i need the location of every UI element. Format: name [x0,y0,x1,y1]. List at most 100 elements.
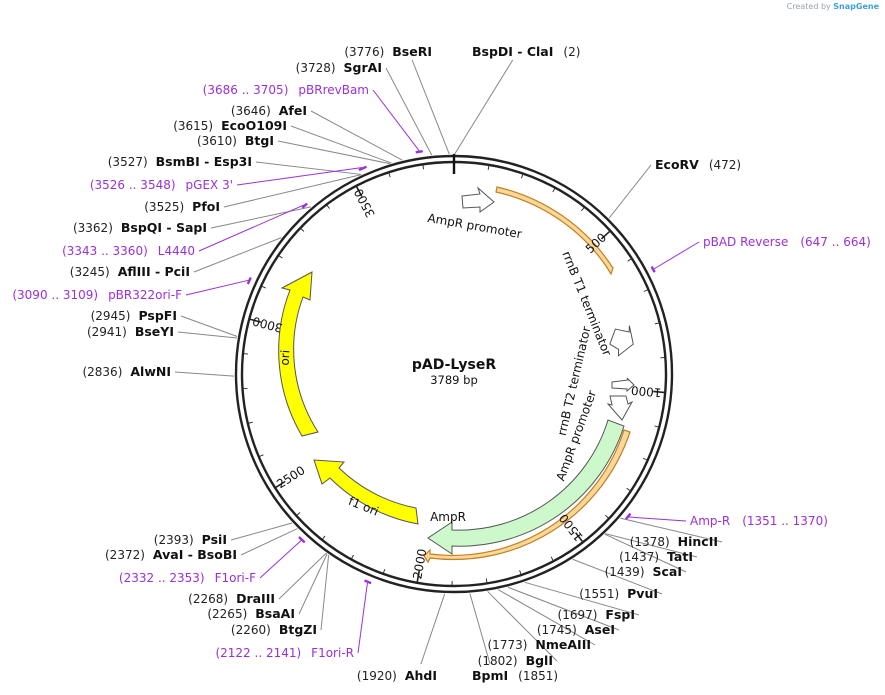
site-sgrai: (3728)SgrAI [296,60,382,75]
site-position: (2945) [91,309,131,323]
site-bseri: (3776)BseRI [344,44,432,59]
site-leader [608,164,652,219]
minor-tick [321,535,326,541]
site-name: EcoRV [655,157,699,172]
site-position: (3527) [108,155,148,169]
site-leader [210,206,312,229]
site-name: SgrAI [344,60,382,75]
site-name: ScaI [653,564,683,579]
tick-label-1500: 1500 [556,511,586,544]
site-psii: (2393)PsiI [154,532,227,547]
site-labels: (3776)BseRI(2)BspDI - ClaI(3728)SgrAI(36… [70,44,741,683]
site-leader [605,533,698,558]
major-tick [416,570,420,583]
site-leader [469,593,491,665]
tick-label-1000: 1000 [630,383,662,400]
site-name: FspI [605,607,635,622]
ori-arrow [278,271,319,437]
ampr-arrow [427,419,625,555]
primer-pbrrevbam: (3686 .. 3705)pBRrevBam [203,83,369,97]
primer-mark [246,277,252,285]
site-leader [454,59,514,155]
ampr-promoter-2-arrow [606,395,634,421]
site-name: DraIII [236,591,275,606]
site-name: BtgI [245,133,274,148]
site-name: BsaAI [255,606,295,621]
site-leader [180,315,238,337]
primer-f1ori-r: (2122 .. 2141)F1ori-R [215,646,354,660]
feature-arrows [278,186,635,564]
site-draiii: (2268)DraIII [188,591,275,606]
rrnb-t1-terminator-arrow [609,325,634,357]
minor-tick [260,285,266,289]
primer-labels: (3686 .. 3705)pBRrevBam (3526 .. 3548)pGE… [12,83,870,660]
minor-tick [552,187,556,193]
site-position: (3646) [231,104,271,118]
major-tick [355,185,363,197]
plasmid-name: pAD-LyseR [412,357,496,373]
site-leader-lines [174,59,723,665]
site-afliii-pcii: (3245)AflIII - PciI [70,264,190,279]
site-position: (3245) [70,265,110,279]
snapgene-logo: SnapGene [833,2,879,11]
site-avai-bsobi: (2372)AvaI - BsoBI [105,547,237,562]
minor-tick [550,556,554,562]
site-position: (1378) [630,535,670,549]
major-tick [653,390,666,394]
primer-mark [301,202,308,209]
minor-tick [422,164,425,170]
rrnb-t2-terminator-arrow [611,377,635,393]
primer-pgex-3-: (3526 .. 3548)pGEX 3' [90,178,233,192]
primer-marks [185,89,700,654]
primer-pbad-reverse: (647 .. 664) pBAD Reverse [703,235,871,249]
site-position: (3362) [73,221,113,235]
site-name: TatI [667,549,693,564]
site-name: PsiI [202,532,227,547]
site-leader [240,528,298,556]
site-nmeaiii: (1773)NmeAIII [488,637,592,652]
site-name: NmeAIII [535,637,591,652]
site-hincii: (1378) HincII [630,534,718,549]
site-leader [177,331,238,339]
site-name: HincII [678,534,718,549]
minor-tick [350,554,354,560]
site-bsmbi-esp3i: (3527)BsmBI - Esp3I [108,154,252,169]
site-position: (1802) [478,654,518,668]
minor-tick [487,164,490,170]
site-leader [230,522,293,541]
site-position: (1745) [537,623,577,637]
minor-tick [642,457,648,461]
site-position: (2836) [82,365,122,379]
site-position: (3776) [344,45,384,59]
primer-l4440: (3343 .. 3360)L4440 [62,244,195,258]
site-leader [255,161,362,175]
site-position: (2941) [87,325,127,339]
tick-label-3000: 3000 [251,314,284,335]
site-name: BglI [526,653,553,668]
site-btgzi: (2260)BtgZI [231,622,317,637]
ampr-promoter-orange-arc [495,186,614,276]
site-leader [604,533,687,573]
site-leader [290,125,392,164]
primer-leader [628,516,687,522]
minor-tick [485,578,488,584]
site-pfoi: (3525)PfoI [144,199,220,214]
site-leader [420,593,446,665]
primer-leader [357,582,368,654]
site-btgi: (3610)BtgI [197,133,274,148]
major-tick [575,532,584,543]
primer-range: (2332 .. 2353) [119,571,205,585]
minor-tick [654,425,660,428]
minor-tick [300,227,305,232]
site-leader [278,552,327,600]
primer-leader [653,241,700,270]
site-position: (1439) [605,565,645,579]
primer-name: pBAD Reverse [703,235,788,249]
minor-tick [643,289,649,292]
site-name: AfeI [279,103,307,118]
primer-mark [650,265,656,273]
site-name: AvaI - BsoBI [153,547,237,562]
primer-range: (647 .. 664) [800,235,870,249]
major-tick [274,480,286,489]
primer-leader [259,540,302,579]
